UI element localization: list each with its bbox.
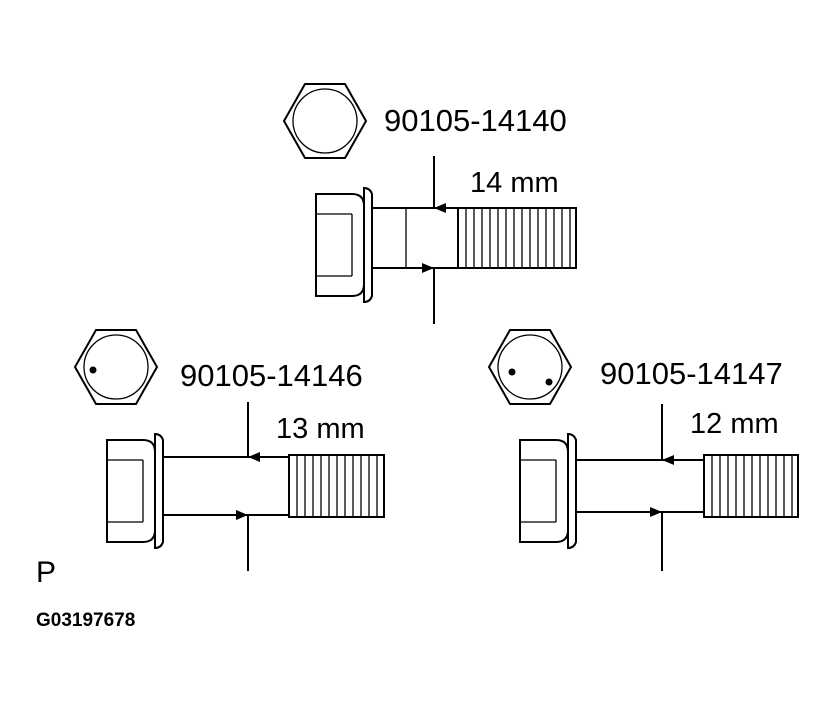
marking-dot	[545, 378, 553, 386]
hex-head-top-view	[487, 329, 573, 405]
hex-head-top-view	[73, 329, 159, 405]
part-number-label: 90105-14146	[180, 358, 363, 393]
bolt-14146: 90105-14146 13 mm	[73, 329, 385, 571]
bolt-14140: 90105-14140	[282, 83, 577, 324]
bolt-side-view	[106, 432, 385, 550]
diameter-label: 13 mm	[276, 413, 365, 445]
view-marker: P	[36, 556, 56, 589]
figure-code: G03197678	[36, 610, 135, 631]
diameter-label: 12 mm	[690, 408, 779, 440]
hex-head-top-view	[282, 83, 368, 159]
bolt-side-view	[519, 432, 799, 550]
part-number-label: 90105-14140	[384, 103, 567, 138]
bolt-side-view	[315, 186, 577, 304]
marking-dot	[89, 366, 97, 374]
bolt-14147: 90105-14147 12 mm	[487, 329, 799, 571]
marking-dot	[508, 368, 516, 376]
diameter-label: 14 mm	[470, 167, 559, 199]
part-number-label: 90105-14147	[600, 356, 783, 391]
